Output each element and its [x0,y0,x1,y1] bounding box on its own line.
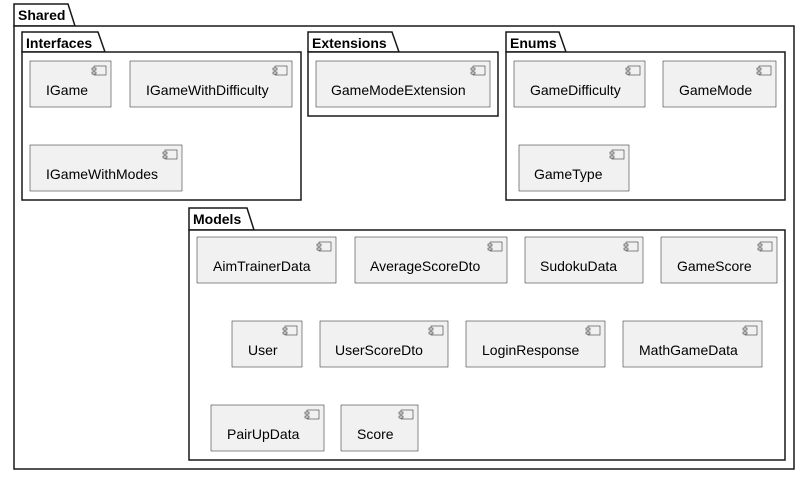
component-label: Score [357,426,394,442]
package-models-label: Models [193,211,241,227]
component-aim-trainer-data[interactable]: AimTrainerData [196,236,337,284]
component-pair-up-data[interactable]: PairUpData [210,404,325,452]
component-icon [585,325,601,336]
component-user[interactable]: User [231,320,303,368]
component-average-score-dto[interactable]: AverageScoreDto [354,236,508,284]
package-enums-label: Enums [510,35,557,51]
component-label: IGameWithModes [46,166,158,182]
component-label: AverageScoreDto [370,258,480,274]
component-icon [756,65,772,76]
package-interfaces-label: Interfaces [26,35,92,51]
component-game-mode[interactable]: GameMode [662,60,777,108]
component-login-response[interactable]: LoginResponse [465,320,606,368]
component-label: LoginResponse [482,342,580,358]
component-icon [162,149,178,160]
component-label: IGame [46,82,88,98]
component-icon [742,325,758,336]
component-score[interactable]: Score [340,404,419,452]
component-icon [428,325,444,336]
component-label: SudokuData [540,258,617,274]
component-game-type[interactable]: GameType [518,144,630,192]
component-igame[interactable]: IGame [29,60,112,108]
component-user-score-dto[interactable]: UserScoreDto [319,320,449,368]
component-icon [91,65,107,76]
component-icon [625,65,641,76]
package-extensions-label: Extensions [312,35,387,51]
component-label: AimTrainerData [213,258,311,274]
component-icon [757,241,773,252]
component-sudoku-data[interactable]: SudokuData [524,236,644,284]
component-label: GameDifficulty [530,82,621,98]
component-icon [487,241,503,252]
component-icon [272,65,288,76]
component-game-mode-extension[interactable]: GameModeExtension [315,60,491,108]
component-label: GameMode [679,82,752,98]
component-math-game-data[interactable]: MathGameData [622,320,763,368]
component-game-score[interactable]: GameScore [660,236,778,284]
component-icon [304,409,320,420]
component-icon [623,241,639,252]
component-label: UserScoreDto [335,342,423,358]
component-label: IGameWithDifficulty [146,82,269,98]
component-icon [398,409,414,420]
component-igame-with-modes[interactable]: IGameWithModes [29,144,183,192]
component-label: GameType [534,166,603,182]
component-label: PairUpData [227,426,300,442]
component-icon [609,149,625,160]
component-icon [316,241,332,252]
component-label: User [248,342,278,358]
package-shared-label: Shared [18,7,65,23]
component-icon [470,65,486,76]
component-label: MathGameData [639,342,738,358]
component-igame-with-difficulty[interactable]: IGameWithDifficulty [129,60,293,108]
component-game-difficulty[interactable]: GameDifficulty [513,60,646,108]
component-label: GameModeExtension [331,82,466,98]
component-icon [282,325,298,336]
component-label: GameScore [677,258,752,274]
